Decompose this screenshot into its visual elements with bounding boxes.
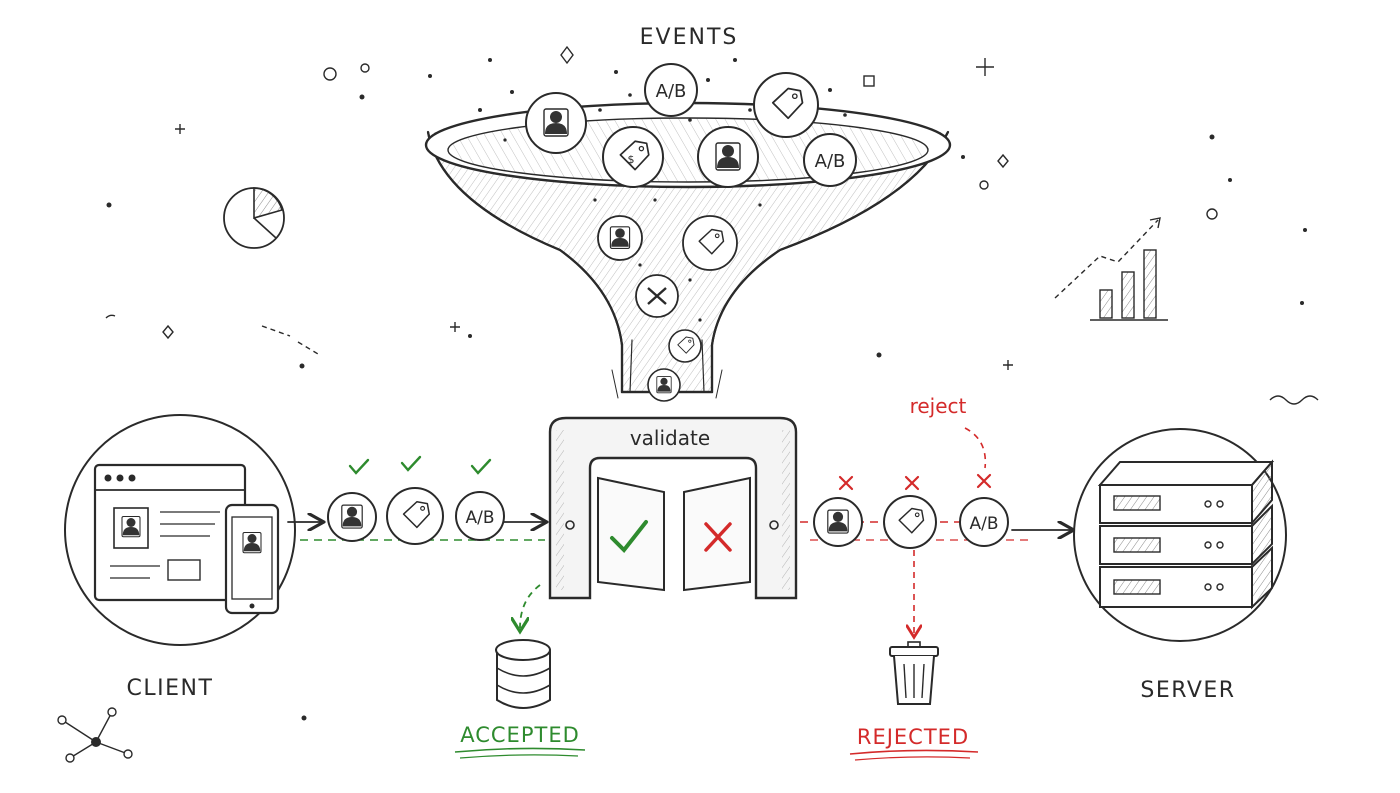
network-icon [57,707,133,763]
validate-label: validate [630,426,710,450]
pinwheel-icon [647,287,667,305]
event-tag-3 [682,215,738,271]
event-tag-2: $ [602,126,664,188]
event-ab-1: A/B [644,63,698,117]
x-mark-icon [904,475,920,491]
x-mark-icon [838,475,854,491]
pie-chart-icon [223,187,285,249]
events-title: EVENTS [640,25,739,50]
client-label: CLIENT [127,676,214,701]
rejected-event-tag [883,475,937,549]
browser-window-icon [93,463,247,602]
client-to-gate-flow: A/B [287,455,545,545]
phone-icon [224,503,280,615]
ab-test-icon: A/B [969,514,998,534]
accepted-event-ab: A/B [455,458,505,541]
validate-gate: validate [548,416,798,600]
database-icon [495,639,551,709]
trash-can-icon [889,641,939,705]
client-node: CLIENT [64,414,296,701]
server-node: SERVER [1073,428,1287,703]
ab-test-icon: A/B [815,151,846,172]
accepted-label: ACCEPTED [460,723,580,747]
rejected-label: REJECTED [857,725,969,749]
ab-test-icon: A/B [656,81,687,102]
checkmark-icon [470,458,492,475]
x-mark-icon [704,522,732,552]
event-misc [635,274,679,318]
server-label: SERVER [1140,678,1235,703]
accepted-event-user [327,458,377,542]
reject-note: reject [910,394,967,418]
x-mark-icon [976,473,992,489]
event-user-4 [647,368,681,402]
incoming-events: A/B $ A/B [525,63,857,402]
event-tag-4 [668,329,702,363]
event-user-1 [525,92,587,154]
checkmark-icon [610,520,648,554]
accepted-event-tag [386,455,444,545]
accepted-store: ACCEPTED [454,584,586,759]
decorations [57,45,1319,763]
rejected-event-user [813,475,863,547]
accept-door [597,476,665,592]
event-user-3 [597,215,643,261]
gate-to-server-flow: A/B reject [800,394,1072,634]
event-ab-2: A/B [803,133,857,187]
event-tag-1 [753,72,819,138]
checkmark-icon [400,455,422,472]
bar-chart-icon [1054,217,1168,321]
dollar-sign: $ [628,153,635,166]
event-user-2 [697,126,759,188]
rejected-bin: REJECTED [849,641,979,761]
rejected-event-ab: A/B [959,473,1009,547]
server-rack-icon [1097,459,1275,610]
checkmark-icon [348,458,370,475]
ab-test-icon: A/B [465,508,494,528]
